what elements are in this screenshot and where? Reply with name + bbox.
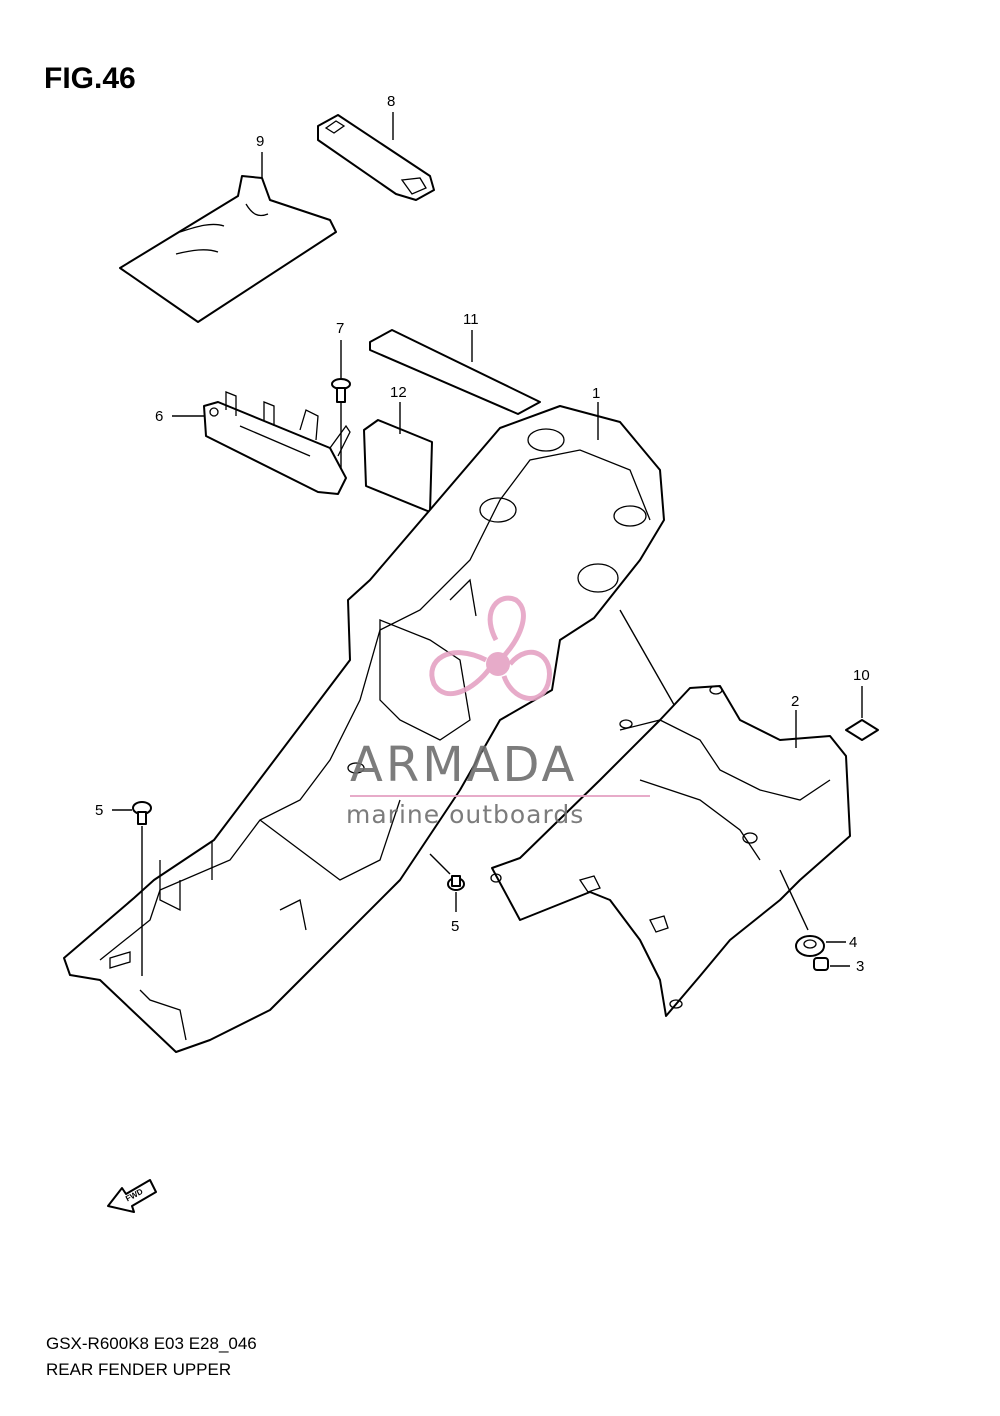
part-9-tool-bag[interactable] <box>119 175 337 323</box>
callout-7: 7 <box>336 320 344 337</box>
part-8-strap[interactable] <box>317 114 435 201</box>
part-10-small-pad[interactable] <box>845 719 879 741</box>
assembly-name: REAR FENDER UPPER <box>46 1360 232 1379</box>
figure-title: FIG.46 <box>44 62 136 95</box>
callout-5-left: 5 <box>95 802 103 819</box>
model-code: GSX-R600K8 E03 E28_046 <box>46 1334 257 1353</box>
part-2-side-cover[interactable] <box>490 685 851 1017</box>
callout-5-center: 5 <box>451 918 459 935</box>
part-3-collar[interactable] <box>813 957 829 971</box>
callout-11: 11 <box>463 311 479 328</box>
part-1-rear-fender[interactable] <box>63 405 665 1053</box>
callout-6: 6 <box>155 408 163 425</box>
callout-1: 1 <box>592 385 600 402</box>
part-5-bolt-center[interactable] <box>447 875 465 891</box>
watermark-logo-icon <box>429 595 552 701</box>
part-6-bracket[interactable] <box>203 391 351 495</box>
part-4-grommet[interactable] <box>795 935 825 957</box>
fwd-arrow-icon: FWD <box>107 1179 157 1213</box>
leader-2-grommet <box>779 869 809 931</box>
callout-12: 12 <box>390 384 407 401</box>
callout-2: 2 <box>791 693 799 710</box>
part-12-pad[interactable] <box>363 419 433 513</box>
part-11-pad[interactable] <box>369 329 541 415</box>
callout-8: 8 <box>387 93 395 110</box>
callout-10: 10 <box>853 667 870 684</box>
leader-5-center-up <box>429 853 451 875</box>
watermark-brand: ARMADA <box>350 737 577 793</box>
callout-9: 9 <box>256 133 264 150</box>
part-5-bolt-left[interactable] <box>132 801 152 825</box>
callout-4: 4 <box>849 934 857 951</box>
watermark: ARMADA marine outboards <box>346 595 650 829</box>
callout-3: 3 <box>856 958 864 975</box>
part-7-screw[interactable] <box>331 378 351 403</box>
watermark-tagline: marine outboards <box>346 800 584 829</box>
